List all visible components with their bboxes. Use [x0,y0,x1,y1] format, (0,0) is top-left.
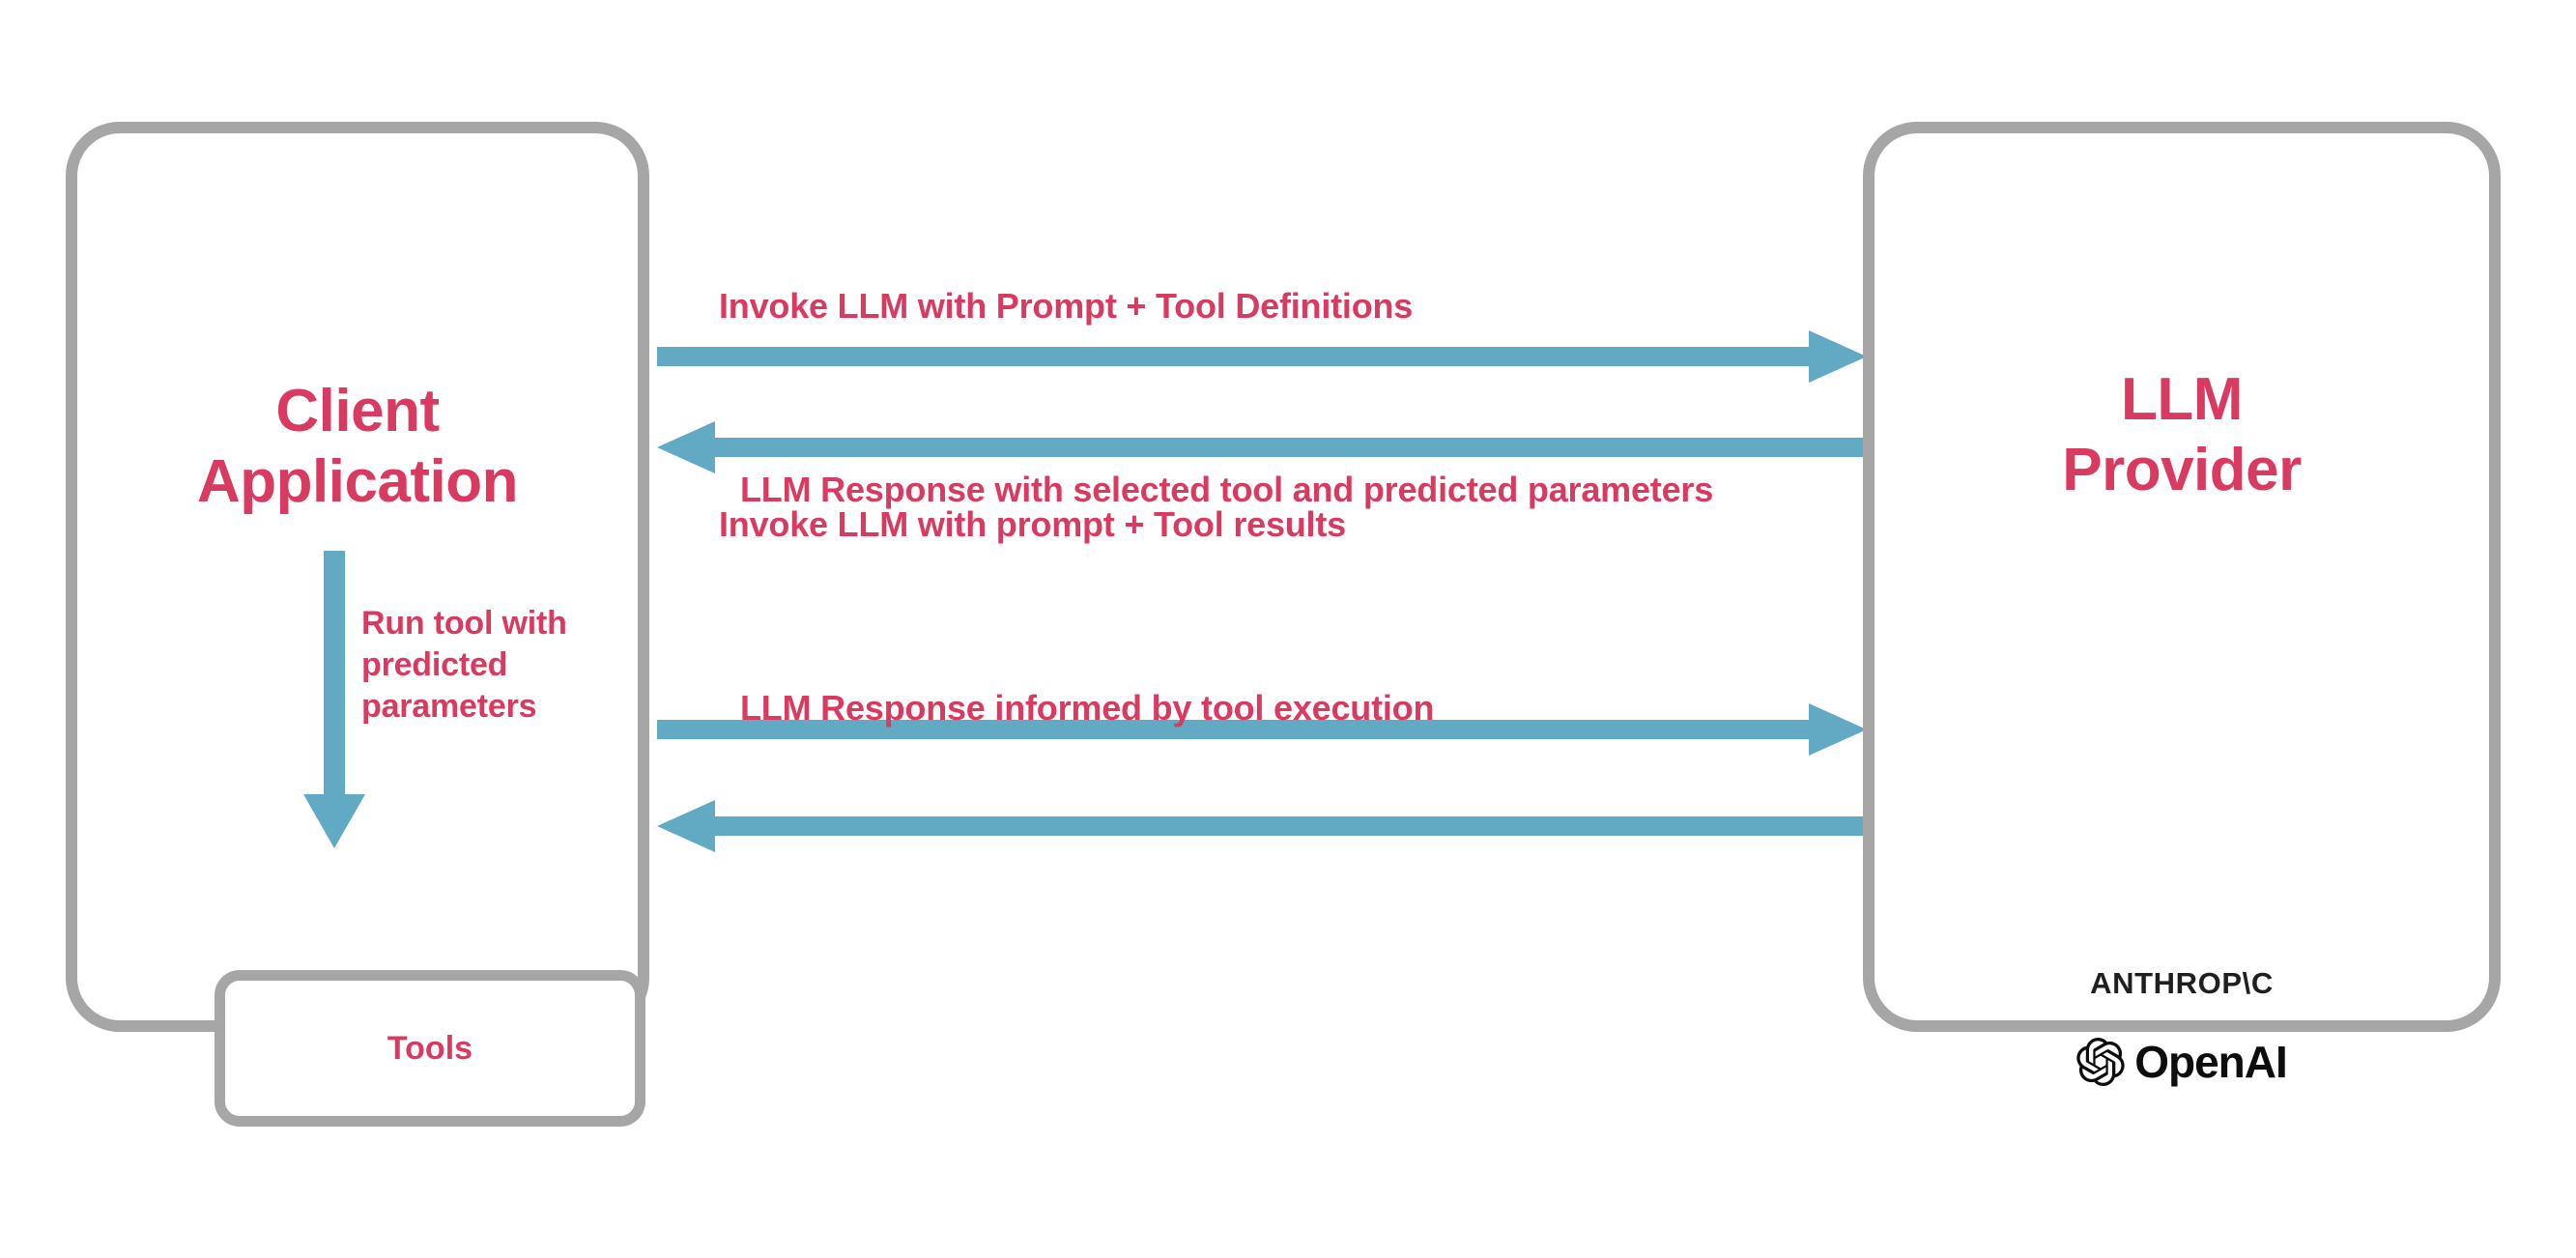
message-arrow-response-informed [657,800,1867,852]
message-label-invoke-results: Invoke LLM with prompt + Tool results [719,504,1346,544]
run-tool-arrow-label: Run tool with predicted parameters [361,605,567,725]
client-application-box: Client Application Tools [66,122,649,1127]
message-label-invoke-definitions: Invoke LLM with Prompt + Tool Definition… [719,286,1414,326]
llm-provider-title: LLM Provider [2062,366,2302,503]
anthropic-logo: ANTHROP\C [2090,966,2274,1000]
openai-wordmark: OpenAI [2134,1037,2288,1087]
message-arrow-invoke-results [657,703,1867,756]
message-arrow-response-selected [657,421,1867,473]
openai-knot-icon [2076,1038,2125,1086]
message-label-response-selected: LLM Response with selected tool and pred… [740,470,1714,509]
run-tool-arrow [303,551,365,848]
message-label-response-informed: LLM Response informed by tool execution [740,688,1435,728]
llm-provider-box: LLM Provider ANTHROP\C OpenAI [1863,122,2501,1087]
openai-logo: OpenAI [1875,1036,2489,1088]
message-arrow-invoke-definitions [657,330,1867,383]
tools-box[interactable]: Tools [215,970,645,1127]
client-application-title: Client Application [196,378,519,515]
tools-label: Tools [386,1029,473,1067]
